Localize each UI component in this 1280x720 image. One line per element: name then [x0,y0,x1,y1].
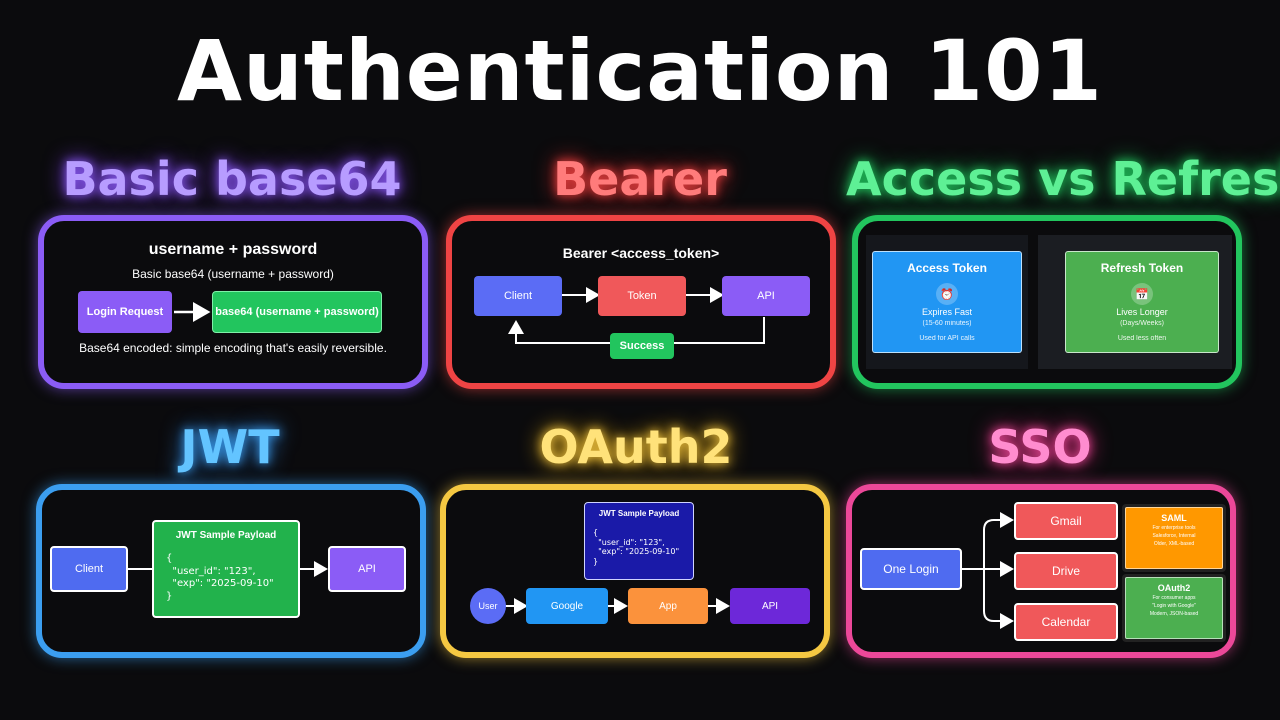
access-token-card: Access Token ⏰ Expires Fast (15-60 minut… [872,251,1022,353]
sso-oauth2-title: OAuth2 [1157,583,1191,593]
sso-saml-card: SAML For enterprise tools Salesforce, In… [1122,504,1226,572]
basic-footer: Base64 encoded: simple encoding that's e… [79,341,387,355]
panel-oauth2: JWT Sample Payload { "user_id": "123", "… [440,484,830,658]
section-title-oauth2: OAuth2 [539,420,733,474]
oauth2-payload-title: JWT Sample Payload [598,509,680,518]
sso-gmail-box: Gmail [1014,502,1118,540]
jwt-api-box: API [328,546,406,592]
refresh-token-line2: (Days/Weeks) [1120,320,1164,327]
oauth2-payload-box: JWT Sample Payload { "user_id": "123", "… [584,502,694,580]
saml-line3: Older, XML-based [1153,541,1195,547]
basic-arrow [174,302,211,322]
login-request-box: Login Request [78,291,172,333]
section-title-access-refresh: Access vs Refresh [846,152,1280,206]
refresh-token-title: Refresh Token [1100,261,1184,275]
access-token-line2: (15-60 minutes) [922,320,972,327]
bearer-api-box: API [722,276,810,316]
bearer-client-box: Client [474,276,562,316]
sso-oauth2-line3: Modern, JSON-based [1149,611,1199,617]
oauth2-user-circle: User [470,588,506,624]
refresh-token-line1: Lives Longer [1116,307,1168,317]
jwt-arrows [128,561,328,577]
section-title-bearer: Bearer [553,152,727,206]
panel-bearer: Bearer <access_token> Client Token API S… [446,215,836,389]
access-token-line1: Expires Fast [921,307,972,317]
section-title-sso: SSO [988,420,1092,474]
panel-sso: One Login Gmail Drive Calendar SAML For … [846,484,1236,658]
alarm-clock-icon: ⏰ [936,283,958,305]
refresh-token-line3: Used less often [1117,335,1167,342]
sso-oauth2-card: OAuth2 For consumer apps "Login with Goo… [1122,574,1226,642]
sso-oauth2-line2: "Login with Google" [1152,603,1196,609]
oauth2-payload-code: { "user_id": "123", "exp": "2025-09-10" … [593,528,680,566]
sso-one-login-box: One Login [860,548,962,590]
access-token-line3: Used for API calls [919,335,975,342]
access-token-title: Access Token [907,261,987,275]
bearer-success-box: Success [610,333,674,359]
base64-encoded-box: base64 (username + password) [212,291,382,333]
oauth2-arrows [505,598,730,614]
jwt-client-box: Client [50,546,128,592]
sso-calendar-box: Calendar [1014,603,1118,641]
sso-arrows [960,512,1014,629]
oauth2-google-box: Google [526,588,608,624]
page-title: Authentication 101 [176,22,1103,120]
panel-jwt: Client JWT Sample Payload { "user_id": "… [36,484,426,658]
sso-drive-box: Drive [1014,552,1118,590]
bearer-heading: Bearer <access_token> [562,245,720,261]
bearer-token-box: Token [598,276,686,316]
basic-subheading: Basic base64 (username + password) [132,267,334,281]
jwt-payload-box: JWT Sample Payload { "user_id": "123", "… [152,520,300,618]
saml-title: SAML [1161,513,1187,523]
basic-heading: username + password [148,241,318,258]
oauth2-api-box: API [730,588,810,624]
panel-basic: username + password Basic base64 (userna… [38,215,428,389]
refresh-token-card: Refresh Token 📅 Lives Longer (Days/Weeks… [1065,251,1219,353]
section-title-basic: Basic base64 [62,152,402,206]
jwt-payload-code: { "user_id": "123", "exp": "2025-09-10" … [166,553,274,602]
jwt-payload-title: JWT Sample Payload [175,530,277,541]
section-title-jwt: JWT [180,420,280,474]
panel-access-refresh: Access Token ⏰ Expires Fast (15-60 minut… [852,215,1242,389]
oauth2-app-box: App [628,588,708,624]
saml-line2: Salesforce, Internal [1152,533,1196,539]
sso-oauth2-line1: For consumer apps [1152,595,1196,601]
bearer-arrows [508,287,765,344]
saml-line1: For enterprise tools [1152,525,1196,531]
calendar-icon: 📅 [1131,283,1153,305]
